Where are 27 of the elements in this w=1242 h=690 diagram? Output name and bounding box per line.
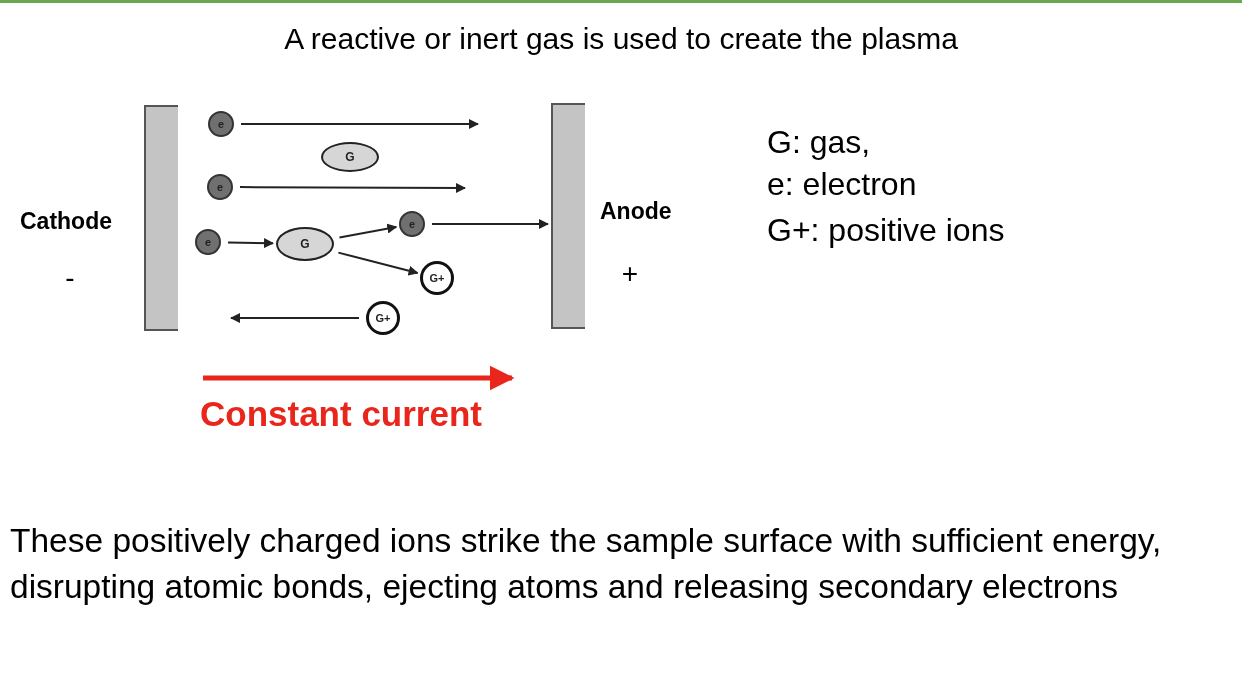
ion-particle: G+ [420,261,454,295]
electron-particle: e [207,174,233,200]
polarity-sign: - [64,262,76,294]
legend-text: G+: positive ions [767,212,1005,249]
caption-text: These positively charged ions strike the sample surface with sufficient energy, disrupting atomic bonds, ejecting atoms and releasing secondary electrons [10,521,1163,607]
electron-particle: e [399,211,425,237]
arrow [431,219,549,229]
arrow [239,182,466,193]
title: A reactive or inert gas is used to create the plasma [283,22,959,56]
polarity-sign: + [620,258,640,290]
gas-particle: G [276,227,334,261]
arrow [240,119,479,129]
electrode-label: Cathode [20,208,113,235]
electrode-plate [551,103,585,329]
arrow [227,238,274,249]
legend-text: G: gas, [767,124,871,161]
arrow [338,223,398,239]
arrow [230,313,360,323]
legend-text: e: electron [767,166,917,203]
ion-particle: G+ [366,301,400,335]
arrow [337,251,419,276]
electron-particle: e [208,111,234,137]
electron-particle: e [195,229,221,255]
electrode-label: Anode [600,198,673,225]
arrow-label: Constant current [200,394,482,434]
electrode-plate [144,105,178,331]
gas-particle: G [321,142,379,172]
